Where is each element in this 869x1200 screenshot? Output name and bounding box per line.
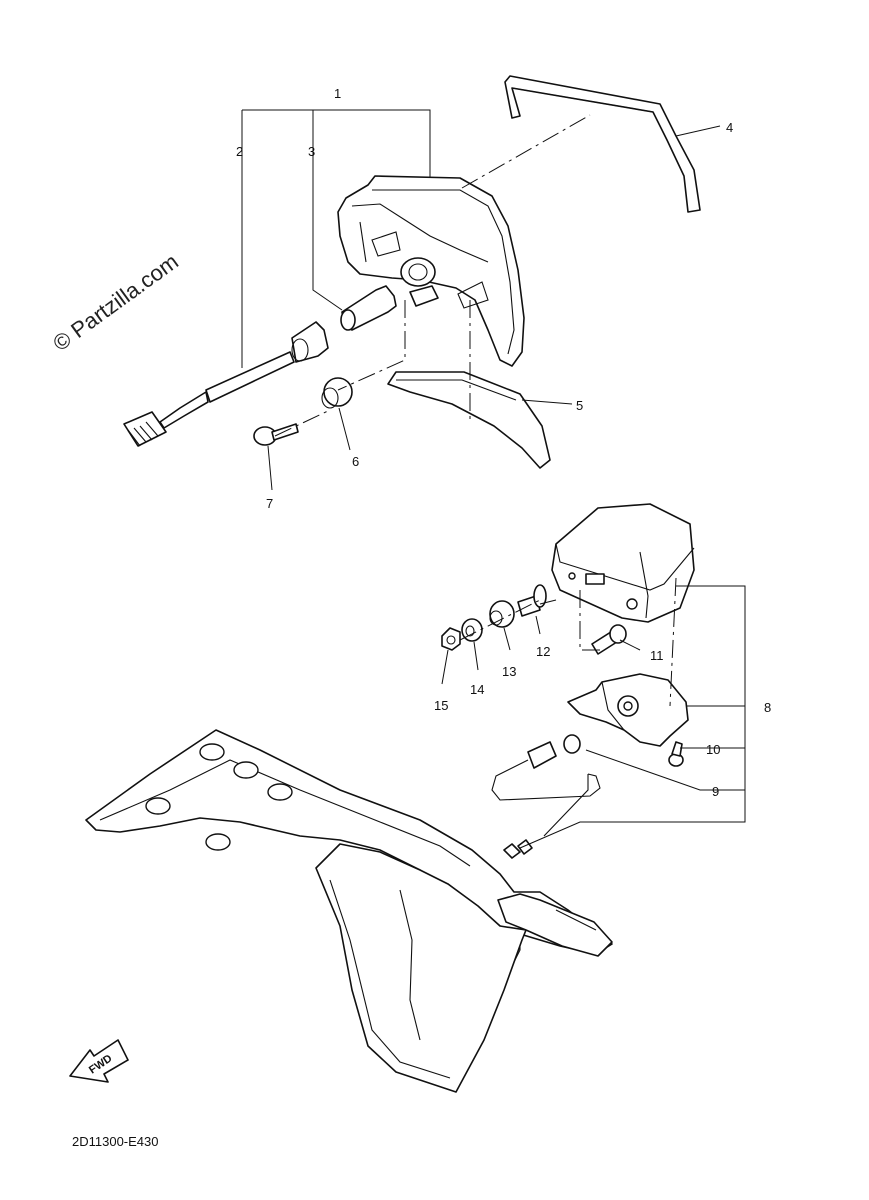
- callout-10: 10: [706, 742, 720, 757]
- screw-lower: [668, 741, 684, 767]
- reflector-panel: [387, 371, 551, 469]
- washer: [461, 618, 483, 642]
- taillight-housing: [337, 175, 525, 367]
- nut: [441, 627, 461, 651]
- callout-11: 11: [650, 648, 664, 663]
- callout-6: 6: [352, 454, 359, 469]
- callout-9: 9: [712, 784, 719, 799]
- callout-5: 5: [576, 398, 583, 413]
- callout-8: 8: [764, 700, 771, 715]
- callout-1: 1: [334, 86, 341, 101]
- callout-7: 7: [266, 496, 273, 511]
- diagram-code: 2D11300-E430: [72, 1134, 159, 1149]
- socket-cord: [123, 321, 329, 447]
- screw-upper: [253, 423, 299, 446]
- license-socket-cord: [491, 734, 601, 859]
- callout-3: 3: [308, 144, 315, 159]
- license-light-cover: [551, 503, 695, 623]
- tail-lens-cover: [504, 75, 701, 213]
- callout-12: 12: [536, 644, 550, 659]
- callout-2: 2: [236, 144, 243, 159]
- license-light-housing: [567, 673, 689, 747]
- callout-14: 14: [470, 682, 484, 697]
- collar: [517, 584, 547, 617]
- watermark-text: © Partzilla.com: [48, 249, 183, 356]
- bulb: [340, 285, 397, 331]
- callout-15: 15: [434, 698, 448, 713]
- fwd-arrow: FWD: [69, 1039, 129, 1083]
- callout-13: 13: [502, 664, 516, 679]
- grommet-lower: [489, 600, 515, 628]
- rear-fender: [85, 729, 613, 1093]
- grommet: [321, 377, 353, 409]
- callout-4: 4: [726, 120, 733, 135]
